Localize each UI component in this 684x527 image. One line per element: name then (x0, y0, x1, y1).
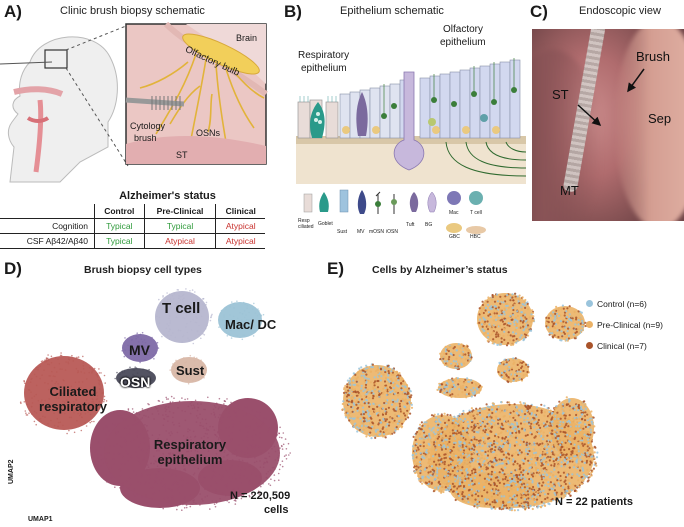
cell-csf-control: Typical (93, 233, 145, 249)
endo-arrows (577, 68, 645, 127)
cluster-label-osn: OSN (120, 374, 151, 390)
n-patients-label: N = 22 patients (555, 496, 633, 508)
legend-clinical: Clinical (n=7) (586, 339, 663, 352)
label-endo-sep: Sep (648, 111, 672, 126)
legend-gbc: GBC (449, 234, 460, 240)
legend-clinical-label: Clinical (n=7) (597, 340, 647, 351)
umap-cluster-mac-dc (218, 300, 265, 341)
label-st: ST (176, 150, 188, 160)
label-respiratory-epithelium-2: epithelium (301, 63, 347, 74)
legend-bg: BG (425, 222, 433, 228)
legend-mosn: mOSN (369, 229, 384, 235)
legend-clinical-swatch (586, 342, 593, 349)
legend-preclinical-label: Pre-Clinical (n=9) (597, 319, 663, 330)
umap-status-cluster (545, 304, 587, 342)
legend-mv: MV (357, 229, 365, 235)
head-illustration (0, 36, 118, 183)
umap-alzheimer-status (341, 292, 599, 512)
panel-c-title: Endoscopic view (579, 5, 661, 17)
panel-d-letter: D) (4, 259, 22, 278)
umap-cluster-ciliated-respiratory (19, 352, 108, 435)
panel-b-letter: B) (284, 2, 302, 21)
umap-status-cluster (439, 343, 473, 371)
label-brush: brush (134, 133, 157, 143)
cell-cognition-control: Typical (93, 218, 145, 234)
legend-resp-ciliated: Resp ciliated (298, 218, 314, 230)
epithelium-illustration (296, 58, 527, 184)
cluster-label-mv: MV (129, 342, 150, 358)
umap-d-xlabel: UMAP1 (28, 516, 53, 523)
panel-a-title: Clinic brush biopsy schematic (60, 5, 205, 17)
umap-status-cluster (411, 412, 475, 494)
umap-status-cluster (476, 292, 536, 347)
label-endo-brush: Brush (636, 49, 670, 64)
row-label-csf: CSF Aβ42/Aβ40 (0, 233, 95, 249)
n-cells-label: N = 220,509 (230, 490, 291, 502)
legend-sust: Sust (337, 229, 348, 235)
umap-d-ylabel: UMAP2 (8, 459, 15, 484)
legend-goblet: Goblet (318, 221, 333, 227)
legend-iosn: iOSN (386, 229, 398, 235)
legend-mac: Mac (449, 210, 459, 216)
cluster-label-tcell: T cell (162, 300, 201, 317)
status-legend: Control (n=6) Pre-Clinical (n=9) Clinica… (586, 297, 663, 352)
umap-status-cluster (447, 470, 536, 510)
cluster-label-respiratory: Respiratory epithelium (153, 437, 227, 467)
panel-a-letter: A) (4, 2, 22, 21)
n-cells-unit: cells (264, 504, 289, 516)
nasal-cavity-magnified (125, 21, 268, 165)
panel-e-letter: E) (327, 259, 344, 278)
zoom-lines (65, 25, 129, 167)
legend-hbc: HBC (470, 234, 481, 240)
umap-cell-types (19, 288, 292, 511)
label-osns: OSNs (196, 128, 221, 138)
umap-cluster-mv (121, 331, 160, 364)
legend-preclinical: Pre-Clinical (n=9) (586, 318, 663, 331)
umap-status-cluster (548, 396, 596, 460)
cluster-label-macdc: Mac/ DC (225, 317, 277, 332)
cell-type-legend (303, 189, 486, 234)
umap-cluster-sust (169, 354, 207, 385)
cell-cognition-clinical: Atypical (215, 218, 265, 234)
header-preclinical: Pre-Clinical (143, 204, 216, 219)
panel-c-letter: C) (530, 2, 548, 21)
umap-status-cluster (436, 377, 483, 399)
alzheimer-status-table: Alzheimer's status Control Pre-Clinical … (0, 190, 265, 249)
legend-control: Control (n=6) (586, 297, 663, 310)
cell-csf-clinical: Atypical (215, 233, 265, 249)
label-respiratory-epithelium-1: Respiratory (298, 50, 350, 61)
label-olfactory-epithelium-2: epithelium (440, 37, 486, 48)
umap-status-cluster (497, 357, 530, 384)
cluster-label-ciliated: Ciliated respiratory (39, 384, 107, 414)
label-endo-mt: MT (560, 183, 579, 198)
header-control: Control (93, 204, 145, 219)
panel-b-title: Epithelium schematic (340, 5, 444, 17)
umap-cluster-respiratory-epithelium (94, 395, 292, 511)
table-title: Alzheimer's status (119, 190, 216, 202)
legend-control-swatch (586, 300, 593, 307)
label-cytology: Cytology (130, 121, 166, 131)
umap-status-cluster (341, 363, 414, 440)
cell-csf-preclinical: Atypical (143, 233, 216, 249)
endoscopic-photo: Brush ST Sep MT (532, 29, 684, 221)
cell-cognition-preclinical: Typical (143, 218, 216, 234)
row-label-cognition: Cognition (0, 218, 95, 234)
label-brain: Brain (236, 33, 258, 43)
legend-tcell: T cell (470, 210, 482, 216)
legend-preclinical-swatch (586, 321, 593, 328)
panel-d-title: Brush biopsy cell types (84, 264, 202, 276)
legend-tuft: Tuft (406, 222, 415, 228)
cluster-label-sust: Sust (176, 363, 205, 378)
label-endo-st: ST (552, 87, 569, 102)
label-olfactory-epithelium-1: Olfactory (443, 24, 484, 35)
umap-cluster-osn (114, 366, 156, 388)
header-clinical: Clinical (215, 204, 265, 219)
panel-e-title: Cells by Alzheimer’s status (372, 264, 508, 276)
umap-cluster-t-cell (155, 288, 213, 345)
legend-control-label: Control (n=6) (597, 298, 647, 309)
